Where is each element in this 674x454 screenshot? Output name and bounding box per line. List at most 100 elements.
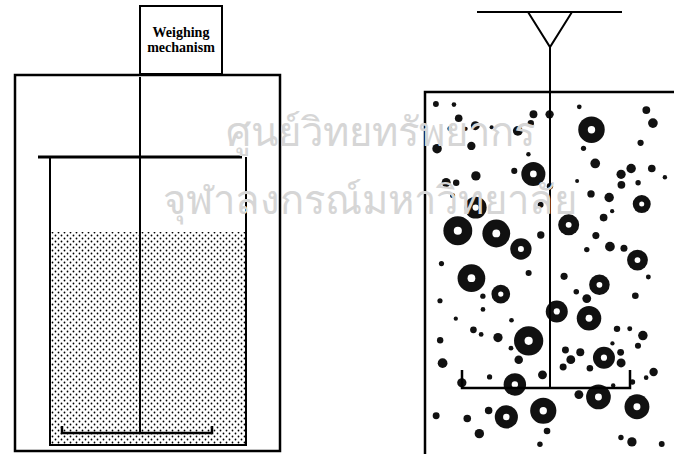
particle: [627, 437, 636, 446]
particle: [510, 238, 531, 259]
particle: [635, 343, 641, 349]
particle: [509, 318, 514, 323]
particle-highlight: [530, 171, 537, 178]
particle: [587, 365, 594, 372]
particle: [480, 294, 485, 299]
particle-highlight: [518, 246, 524, 252]
particle: [491, 285, 510, 304]
particle: [582, 294, 591, 303]
particle: [511, 168, 517, 174]
particle-highlight: [633, 403, 640, 410]
particle: [537, 231, 544, 238]
particle: [663, 175, 667, 179]
particle-highlight: [468, 274, 476, 282]
particle: [475, 429, 484, 438]
particle: [592, 232, 599, 239]
watermark: จุฬาลงกรณ์มหาวิทยาลัย: [163, 168, 577, 232]
box-label: Weighing mechanism: [144, 25, 218, 56]
particle: [454, 317, 458, 321]
particle: [433, 101, 439, 107]
particle: [561, 273, 568, 280]
particle: [485, 407, 493, 415]
particle: [493, 333, 502, 342]
particle-highlight: [588, 126, 595, 133]
particle: [514, 326, 543, 355]
particle: [538, 370, 547, 379]
particle: [632, 292, 639, 299]
particle-highlight: [597, 282, 603, 288]
particle-highlight: [492, 230, 500, 238]
particle: [437, 337, 443, 343]
particle: [593, 347, 615, 369]
particle-highlight: [512, 381, 518, 387]
particle-highlight: [498, 291, 503, 296]
settling-pan: [462, 370, 630, 388]
balance-pan: [62, 426, 212, 433]
particle-highlight: [595, 393, 602, 400]
particle: [633, 195, 651, 213]
particle: [562, 347, 569, 354]
particle: [584, 247, 589, 252]
particle: [452, 102, 457, 107]
particle: [581, 146, 586, 151]
particle: [437, 298, 442, 303]
particle: [509, 346, 514, 351]
particle: [504, 373, 526, 395]
particle: [560, 364, 567, 371]
particle: [617, 349, 624, 356]
particle: [600, 214, 608, 222]
particle: [526, 270, 532, 276]
particle: [587, 190, 594, 197]
mechanism-box: Weighing mechanism: [139, 5, 223, 75]
particle-highlight: [454, 227, 462, 235]
particle: [627, 326, 632, 331]
particle: [544, 428, 551, 435]
particle: [626, 164, 635, 173]
particle: [618, 435, 623, 440]
particle: [470, 326, 477, 333]
particle: [514, 355, 523, 364]
particle: [574, 289, 580, 295]
particle: [530, 398, 556, 424]
level-symbol: [528, 12, 572, 47]
particle: [627, 250, 648, 271]
particle: [618, 181, 626, 189]
particle: [649, 368, 657, 376]
particle: [659, 441, 665, 447]
particle: [463, 415, 471, 423]
particle: [616, 170, 625, 179]
water-level-line: [477, 11, 622, 13]
particle: [604, 193, 613, 202]
particle: [648, 118, 658, 128]
particle: [574, 390, 583, 399]
particle-highlight: [601, 355, 607, 361]
particle: [642, 106, 650, 114]
particle: [487, 374, 492, 379]
particle: [577, 105, 582, 110]
particle: [438, 358, 448, 368]
particle: [439, 261, 444, 266]
particle: [646, 275, 651, 280]
particle: [479, 332, 484, 337]
particle: [624, 394, 649, 419]
particle-highlight: [635, 257, 641, 263]
particle-highlight: [554, 308, 560, 314]
particle-highlight: [639, 202, 644, 207]
particle: [576, 348, 584, 356]
particle: [637, 140, 643, 146]
particle-highlight: [503, 414, 509, 420]
particle: [614, 326, 620, 332]
particle: [638, 331, 647, 340]
particle: [590, 159, 600, 169]
particle: [481, 307, 486, 312]
particle: [433, 412, 440, 419]
suspension-rod: [139, 77, 141, 433]
particle-highlight: [586, 315, 593, 322]
particle: [605, 242, 615, 252]
particle: [644, 375, 649, 380]
particle-highlight: [540, 407, 547, 414]
particle: [617, 358, 626, 367]
particle: [610, 341, 614, 345]
